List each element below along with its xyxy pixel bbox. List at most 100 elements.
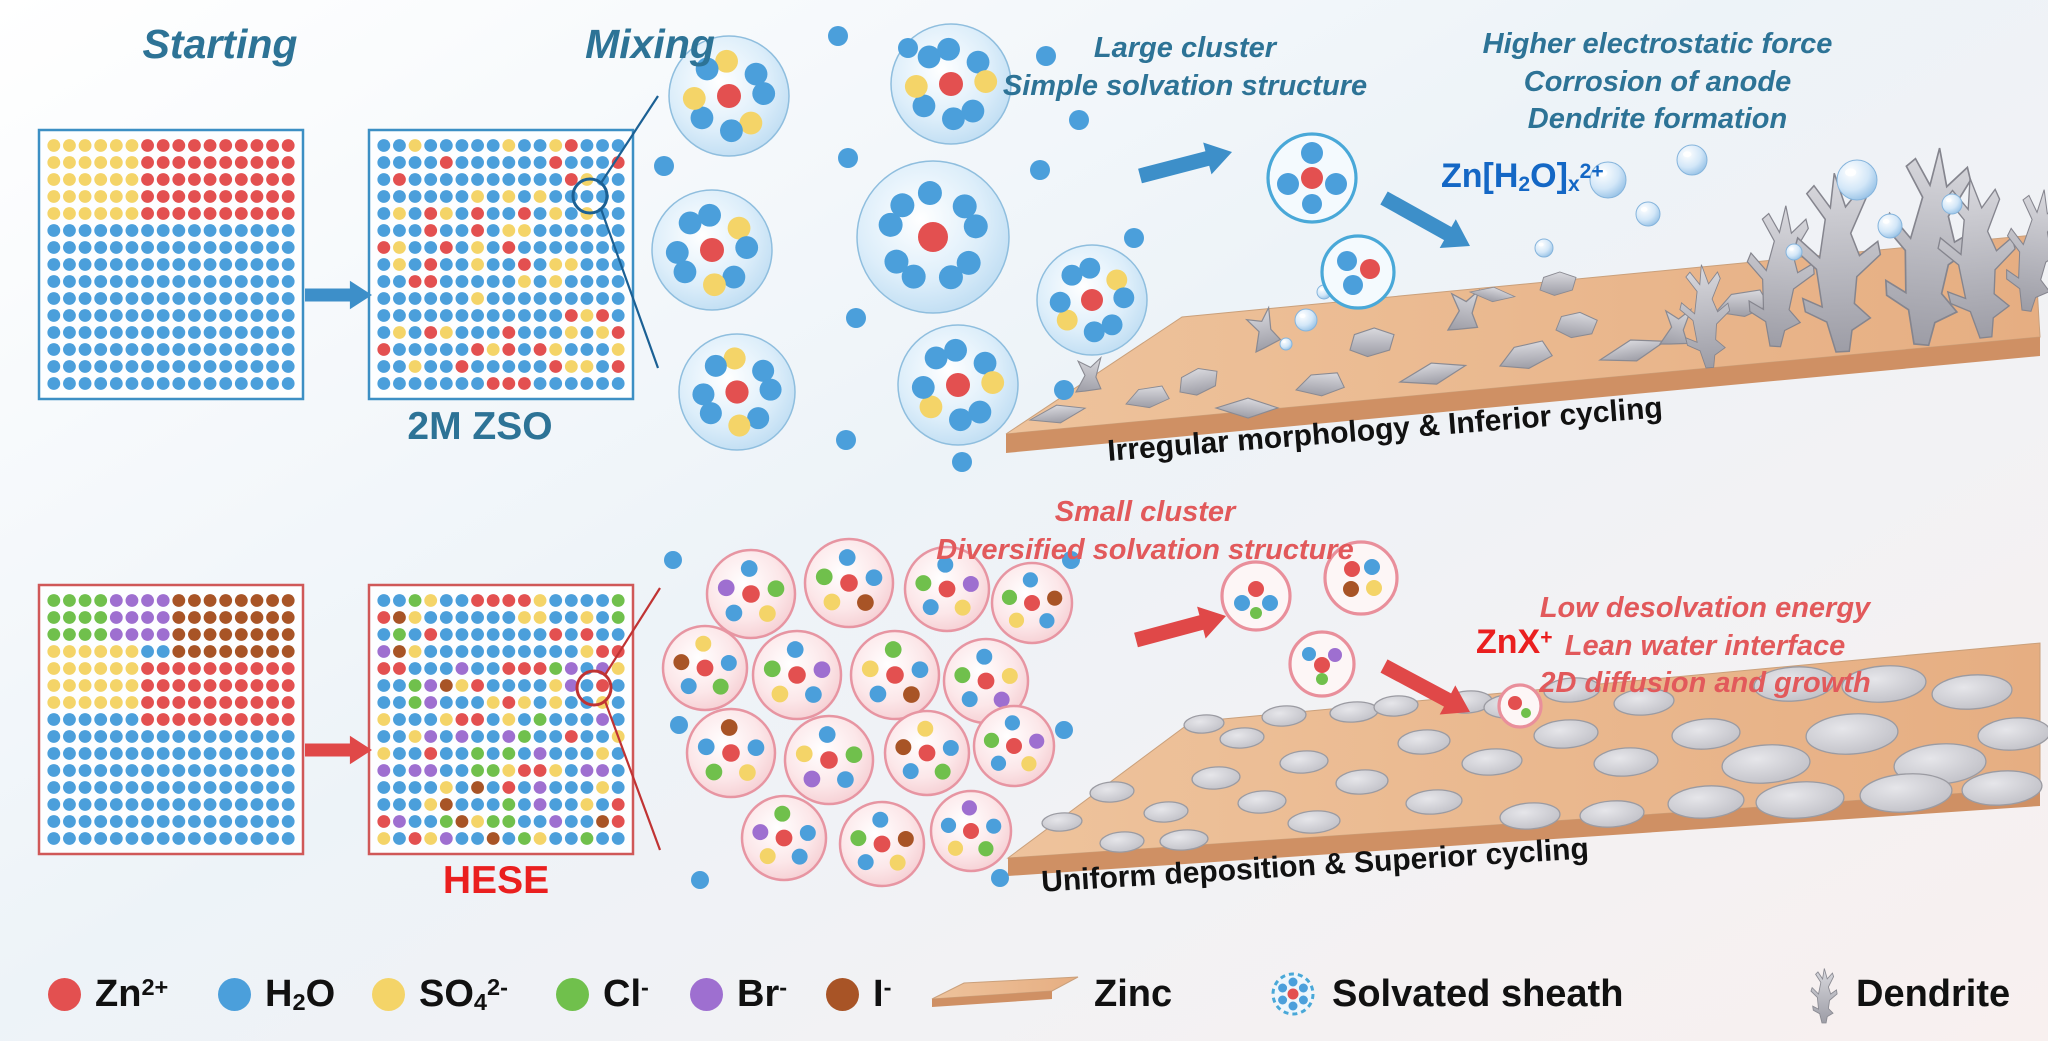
h2o-dot [884,249,909,274]
irregular-deposit-shard [1658,307,1693,345]
zn-dot [1508,696,1522,710]
h2o-dot [752,359,775,382]
legend-h2o-dot-icon [218,977,251,1011]
so4-dot [917,720,934,737]
h2o-dot [1325,173,1347,195]
caption-line: Lean water interface [1564,629,1846,662]
zoom-mark-bottom-line [603,700,662,851]
h2o-dot [699,402,722,425]
so4-dot [1021,756,1037,772]
formula-segment: Zn [95,972,142,1015]
so4-dot [981,371,1005,394]
h2o-dot [917,181,942,206]
zn-dot [1314,657,1330,673]
solvated-ion-bottom [1220,560,1292,632]
zn-ion-dot [918,222,948,252]
so4-dot [889,854,906,871]
h2o-dot [901,264,926,289]
so4-dot [1056,309,1078,331]
h2o-dot [747,739,765,757]
legend-item: Zn2+ [48,954,168,1034]
h2o-dot [1101,314,1123,336]
hese-start-grid-frame [37,583,305,856]
gas-bubble [1635,201,1661,227]
cl-dot [1250,607,1262,619]
flat-deposit-pebble [1543,677,1601,703]
irregular-deposit-shard [1179,367,1218,396]
flat-deposit-pebble [1961,770,2043,806]
cl-dot [767,580,785,598]
zn-ion-dot [963,823,979,839]
h2o-dot [1083,321,1105,343]
h2o-dot [1302,647,1316,661]
free-water-dot [654,156,674,176]
zn-dot [1344,561,1360,577]
formula-segment: H [265,972,293,1015]
h2o-dot [976,648,993,665]
cl-dot [884,641,902,658]
zn-ion-dot [722,744,740,762]
solvated-ion-bottom-shell [1323,540,1399,616]
h2o-dot [961,691,978,708]
solvation-cluster-small [740,794,828,882]
i-dot [895,739,912,756]
h2o-dot [818,726,836,743]
so4-dot [728,414,751,437]
flat-deposit-pebble [1579,800,1645,828]
zn-ion-dot [1006,738,1022,754]
irregular-deposit-shard [1214,397,1280,419]
h2o-dot [1301,142,1323,164]
zinc-plate-top-front-edge [1006,337,2040,453]
formula-segment: SO [419,972,474,1015]
so4-dot [861,660,879,678]
zn-ion-dot [946,373,970,397]
br-dot [1328,648,1342,662]
h2o-dot [1262,595,1278,611]
cluster-to-ion-arrow-bottom [1134,606,1226,648]
flat-deposit-pebble [1667,785,1745,819]
so4-dot [1008,612,1025,628]
so4-dot [954,599,971,616]
free-water-dot [1124,228,1144,248]
cl-dot [1316,673,1328,685]
formula-segment: 2- [487,973,508,1000]
caption-line: Dendrite formation [1527,103,1788,136]
h2o-dot [924,346,948,370]
free-water-dot [1055,721,1073,739]
h2o-dot [1343,275,1363,295]
gas-bubble [1589,161,1627,199]
solvation-cluster-large [897,324,1019,446]
flat-deposit-pebble [1261,705,1307,727]
h2o-dot [956,250,981,275]
h2o-dot [1277,173,1299,195]
flat-deposit-pebble [1089,781,1135,803]
mix-arrow-top [305,280,372,310]
legend-item: Dendrite [1796,954,2010,1034]
h2o-dot [869,685,887,703]
free-water-dot [1069,110,1089,130]
h2o-dot [759,378,782,401]
zoom-mark-bottom [575,587,662,851]
h2o-dot [1364,559,1380,575]
legend-label: Dendrite [1856,973,2010,1016]
solvation-cluster-large [1036,244,1148,356]
irregular-deposit-shard [1244,305,1282,354]
ion-to-plate-arrow-top [1380,191,1470,248]
legend-item: I- [826,954,891,1034]
free-water-dot [691,871,709,889]
i-dot [1047,590,1063,606]
so4-dot [682,87,706,110]
zn-ion-dot [886,666,904,684]
h2o-dot [942,107,965,131]
gas-bubble [1836,159,1878,201]
h2o-dot [690,106,714,130]
h2o-dot [704,354,727,377]
solvation-cluster-small [972,704,1056,788]
free-water-dot [991,869,1009,887]
formula-segment: 2+ [141,973,169,1000]
cl-dot [774,805,791,822]
so4-dot [759,848,776,865]
h2o-dot [1234,595,1250,611]
zn-ion-dot [1081,289,1103,311]
formula-segment: - [779,973,788,1000]
